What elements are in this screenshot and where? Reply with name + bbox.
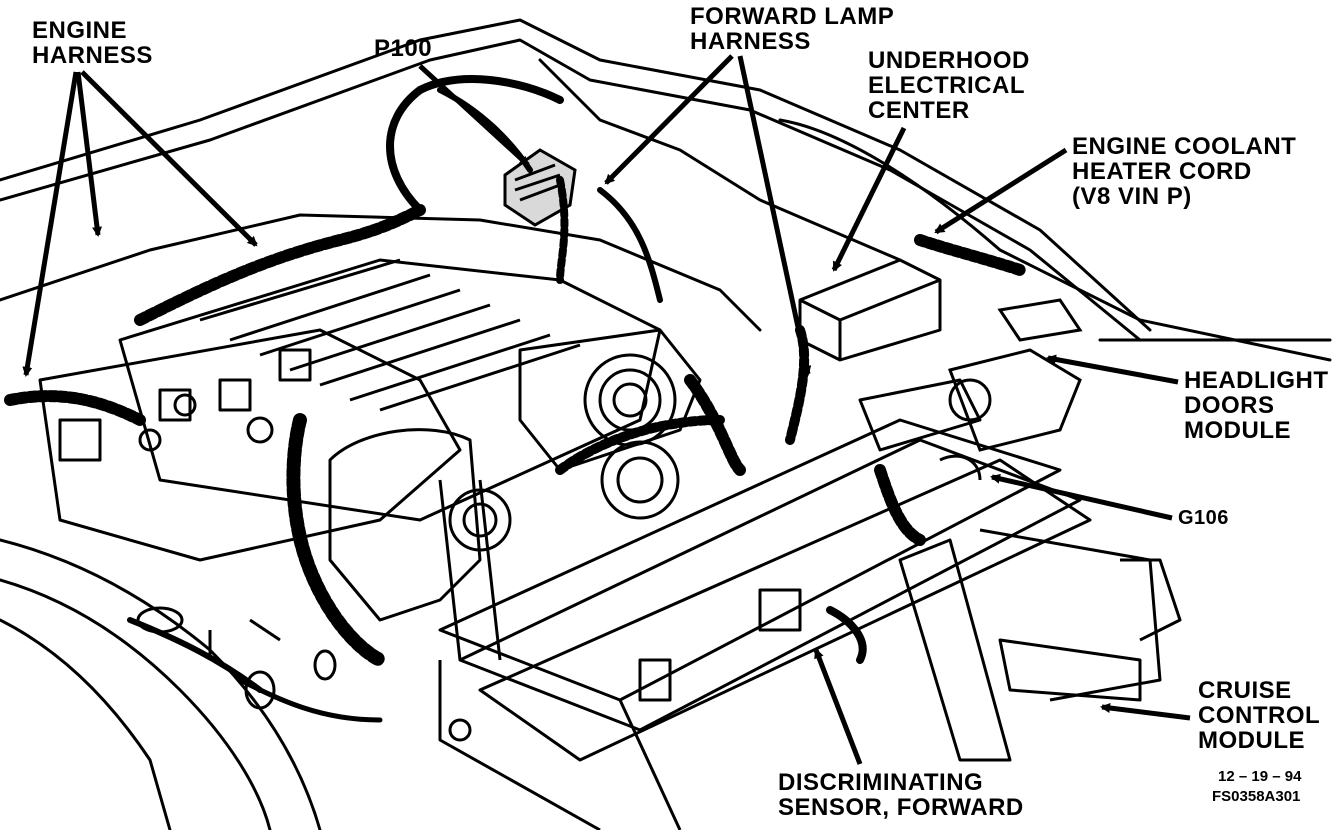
engine-coolant-heater-cord-label-line-1: ENGINE COOLANT <box>1072 133 1297 160</box>
cruise-control-module-label-line-2: CONTROL <box>1198 702 1321 729</box>
forward-lamp-harness-label-line-2: HARNESS <box>690 28 811 55</box>
engine-harness-label-line-1: ENGINE <box>32 17 128 44</box>
p100-label: P100 <box>374 36 432 61</box>
date-code: 12 – 19 – 94 <box>1218 768 1301 785</box>
discriminating-sensor-forward-label-line-2: SENSOR, FORWARD <box>778 794 1024 821</box>
underhood-electrical-center-box <box>798 258 982 452</box>
engine-harness-label-line-2: HARNESS <box>32 42 153 69</box>
forward-lamp-harness-label: FORWARD LAMP HARNESS <box>690 4 894 54</box>
lower-components <box>136 606 472 742</box>
headlight-doors-module-label-line-1: HEADLIGHT <box>1184 367 1329 394</box>
cruise-control-module-label: CRUISE CONTROL MODULE <box>1198 678 1320 753</box>
discriminating-sensor-forward-label-line-1: DISCRIMINATING <box>778 769 984 796</box>
engine-coolant-heater-cord-label: ENGINE COOLANT HEATER CORD (V8 VIN P) <box>1072 134 1296 209</box>
underhood-electrical-center-label-line-1: UNDERHOOD <box>868 47 1030 74</box>
leader-arrows <box>22 54 1191 765</box>
cruise-control-module-label-line-3: MODULE <box>1198 727 1305 754</box>
figure-code: FS0358A301 <box>1212 788 1300 805</box>
date-code-text: 12 – 19 – 94 <box>1218 768 1302 785</box>
headlight-doors-module-label-line-3: MODULE <box>1184 417 1291 444</box>
vehicle-body-outline <box>0 18 1332 830</box>
p100-connector <box>503 148 577 227</box>
underhood-electrical-center-label-line-2: ELECTRICAL <box>868 72 1025 99</box>
radiator-support <box>438 418 1182 830</box>
figure-code-text: FS0358A301 <box>1212 788 1301 805</box>
g106-label: G106 <box>1178 506 1229 531</box>
headlight-doors-module-label: HEADLIGHT DOORS MODULE <box>1184 368 1329 443</box>
cruise-control-module-label-line-1: CRUISE <box>1198 677 1292 704</box>
engine-coolant-heater-cord-label-line-2: HEATER CORD <box>1072 158 1252 185</box>
engine-harness-label: ENGINE HARNESS <box>32 18 153 68</box>
g106-label-text: G106 <box>1178 507 1229 529</box>
forward-lamp-harness-label-line-1: FORWARD LAMP <box>690 3 895 30</box>
underhood-electrical-center-label: UNDERHOOD ELECTRICAL CENTER <box>868 48 1030 123</box>
underhood-electrical-center-label-line-3: CENTER <box>868 97 970 124</box>
p100-label-text: P100 <box>374 35 433 62</box>
headlight-doors-module-body <box>939 298 1083 481</box>
engine-block <box>38 258 702 661</box>
discriminating-sensor-forward-label: DISCRIMINATING SENSOR, FORWARD <box>778 770 1024 820</box>
engine-coolant-heater-cord-label-line-3: (V8 VIN P) <box>1072 183 1192 210</box>
headlight-doors-module-label-line-2: DOORS <box>1184 392 1275 419</box>
